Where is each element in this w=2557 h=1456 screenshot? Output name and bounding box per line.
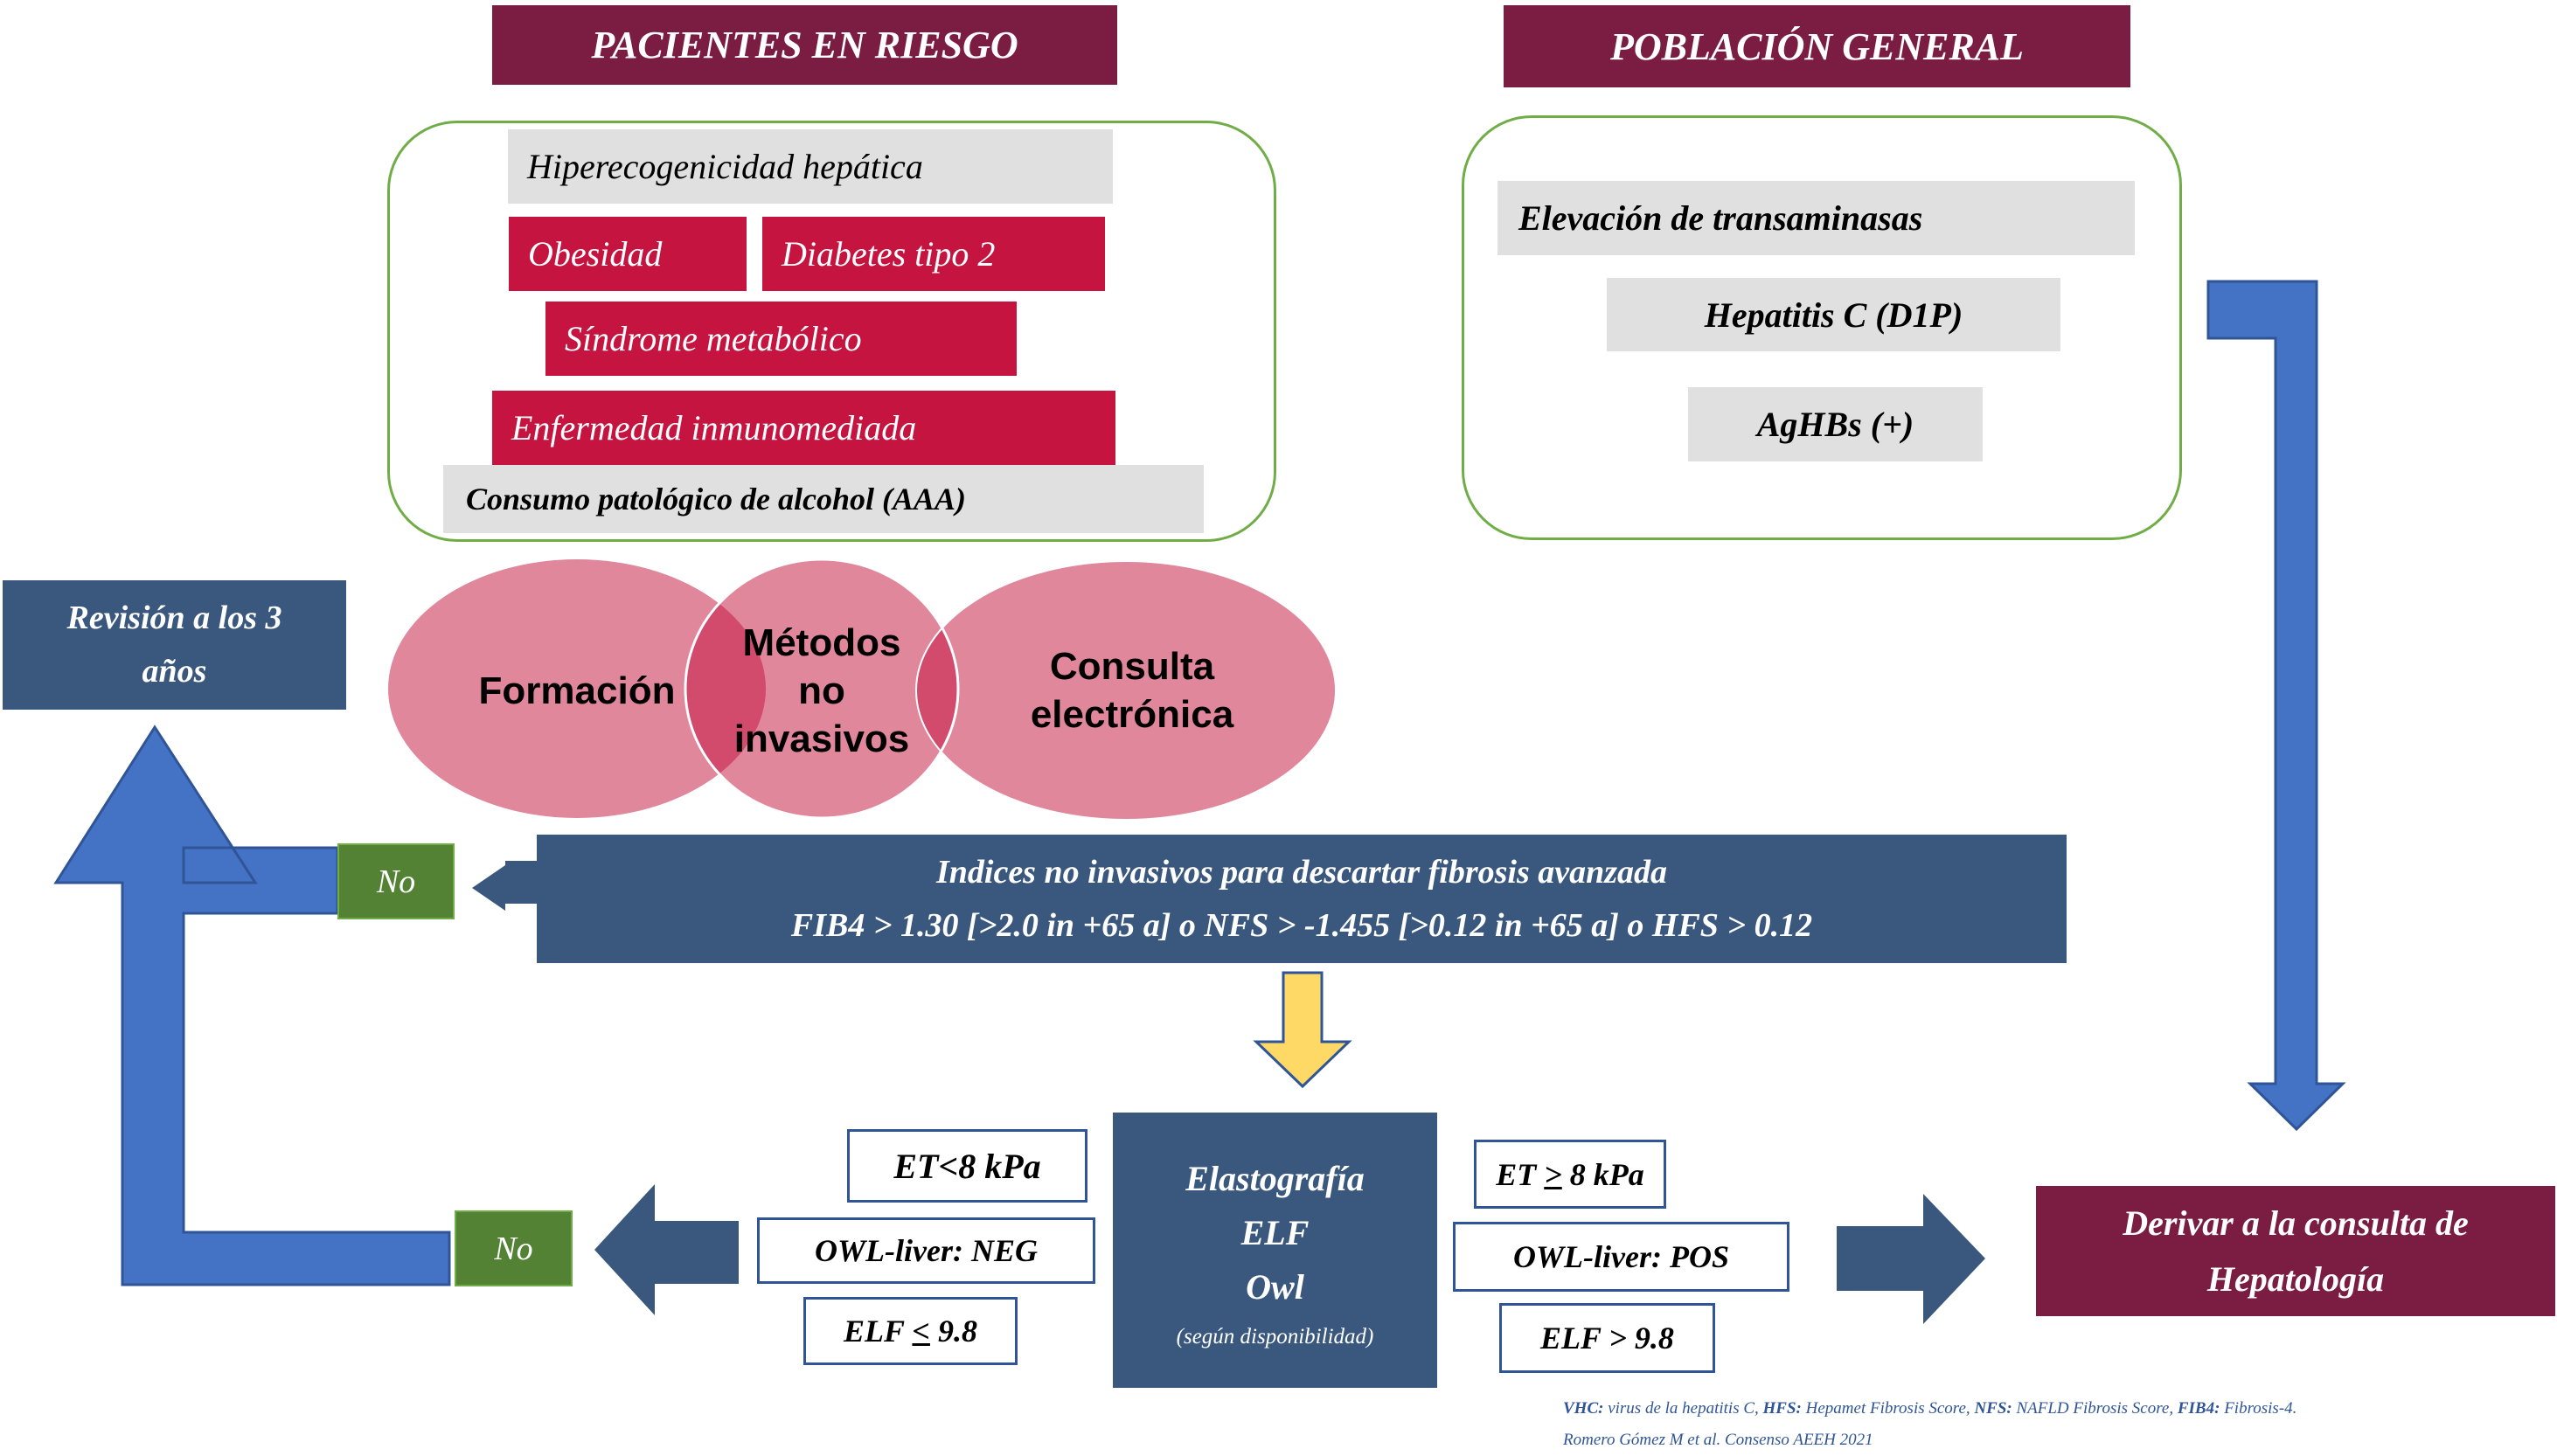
factor-hyperechogenicity: Hiperecogenicidad hepática: [508, 129, 1113, 204]
indices-title: Indices no invasivos para descartar fibr…: [935, 853, 1668, 891]
navy-left-arrow-top: [472, 861, 537, 911]
factor-transaminases: Elevación de transaminasas: [1497, 181, 2135, 255]
elastography-line1: Elastografía: [1185, 1158, 1365, 1198]
result-et-positive: ET > 8 kPa: [1474, 1140, 1666, 1209]
venn-label-formation: Formación: [478, 669, 676, 712]
venn-label-methods: Métodos no invasivos: [717, 603, 927, 778]
footnote-abbr-hfs: HFS:: [1762, 1399, 1802, 1418]
footnote-abbr-fib4: FIB4:: [2177, 1399, 2220, 1418]
factor-obesity: Obesidad: [509, 217, 747, 291]
footnote-citation: Romero Gómez M et al. Consenso AEEH 2021: [1563, 1431, 1873, 1450]
et-pos-prefix: ET: [1496, 1156, 1545, 1192]
referral-line1: Derivar a la consulta de: [2123, 1203, 2469, 1243]
referral-box: Derivar a la consulta de Hepatología: [2036, 1186, 2555, 1316]
indices-criteria: FIB4 > 1.30 [>2.0 in +65 a] o NFS > -1.4…: [790, 906, 1813, 944]
footnote-abbr-vhc: VHC:: [1563, 1399, 1604, 1418]
elastography-box: Elastografía ELF Owl (según disponibilid…: [1113, 1113, 1437, 1388]
factor-hepatitis-c: Hepatitis C (D1P): [1607, 278, 2060, 351]
indices-box: Indices no invasivos para descartar fibr…: [537, 835, 2067, 963]
review-line2: años: [142, 653, 207, 690]
elastography-note: (según disponibilidad): [1176, 1324, 1374, 1349]
yellow-down-arrow: [1253, 971, 1352, 1089]
venn-ellipse-consult: [916, 561, 1336, 820]
venn-methods-line2: no: [798, 669, 845, 712]
footnote-abbreviations: VHC: virus de la hepatitis C, HFS: Hepam…: [1563, 1393, 2542, 1425]
result-owl-negative: OWL-liver: NEG: [757, 1217, 1095, 1284]
factor-immune-disease: Enfermedad inmunomediada: [492, 391, 1115, 465]
venn-consult-line1: Consulta: [1049, 645, 1215, 688]
venn-ellipse-methods: [685, 559, 958, 818]
venn-consult-outline: [915, 560, 1337, 821]
factor-metabolic-syndrome: Síndrome metabólico: [545, 302, 1017, 376]
factor-diabetes: Diabetes tipo 2: [762, 217, 1105, 291]
navy-left-arrow-bottom: [594, 1184, 739, 1315]
result-elf-positive: ELF > 9.8: [1499, 1303, 1715, 1373]
factor-alcohol: Consumo patológico de alcohol (AAA): [443, 465, 1204, 533]
navy-right-arrow: [1837, 1194, 1985, 1324]
venn-label-consult: Consulta electrónica: [988, 629, 1276, 752]
result-elf-negative: ELF < 9.8: [803, 1297, 1018, 1365]
elf-neg-symbol: <: [912, 1314, 930, 1349]
footnote-def-hfs: Hepamet Fibrosis Score,: [1801, 1399, 1975, 1418]
venn-consult-line2: electrónica: [1030, 693, 1234, 736]
review-line1: Revisión a los 3: [66, 600, 282, 637]
header-general-population: POBLACIÓN GENERAL: [1504, 5, 2130, 87]
footnote-def-nfs: NAFLD Fibrosis Score,: [2012, 1399, 2178, 1418]
header-at-risk: PACIENTES EN RIESGO: [492, 5, 1117, 85]
no-label-bottom: No: [455, 1210, 573, 1286]
factor-aghbs: AgHBs (+): [1688, 387, 1983, 461]
footnote-def-fib4: Fibrosis-4.: [2220, 1399, 2297, 1418]
result-et-negative: ET<8 kPa: [847, 1129, 1087, 1203]
result-owl-positive: OWL-liver: POS: [1453, 1222, 1789, 1292]
venn-methods-line3: invasivos: [733, 717, 910, 760]
footnote-def-vhc: virus de la hepatitis C,: [1603, 1399, 1763, 1418]
venn-methods-line1: Métodos: [742, 621, 901, 664]
blue-down-arrow: [2206, 280, 2346, 1132]
elf-neg-prefix: ELF: [844, 1314, 913, 1349]
no-label-top: No: [337, 843, 455, 919]
elf-neg-value: 9.8: [929, 1314, 977, 1349]
et-pos-symbol: >: [1544, 1156, 1562, 1192]
venn-methods-outline: [684, 559, 960, 820]
venn-ellipse-formation: [388, 559, 766, 818]
footnote-abbr-nfs: NFS:: [1974, 1399, 2012, 1418]
venn-diagram: [388, 559, 1337, 821]
review-box: Revisión a los 3 años: [3, 580, 346, 710]
elastography-line3: Owl: [1246, 1266, 1304, 1307]
elastography-line2: ELF: [1240, 1212, 1310, 1252]
et-pos-value: 8 kPa: [1561, 1156, 1644, 1192]
blue-up-arrow: [53, 725, 451, 1286]
footnote: VHC: virus de la hepatitis C, HFS: Hepam…: [1563, 1393, 2542, 1456]
referral-line2: Hepatología: [2206, 1258, 2385, 1299]
